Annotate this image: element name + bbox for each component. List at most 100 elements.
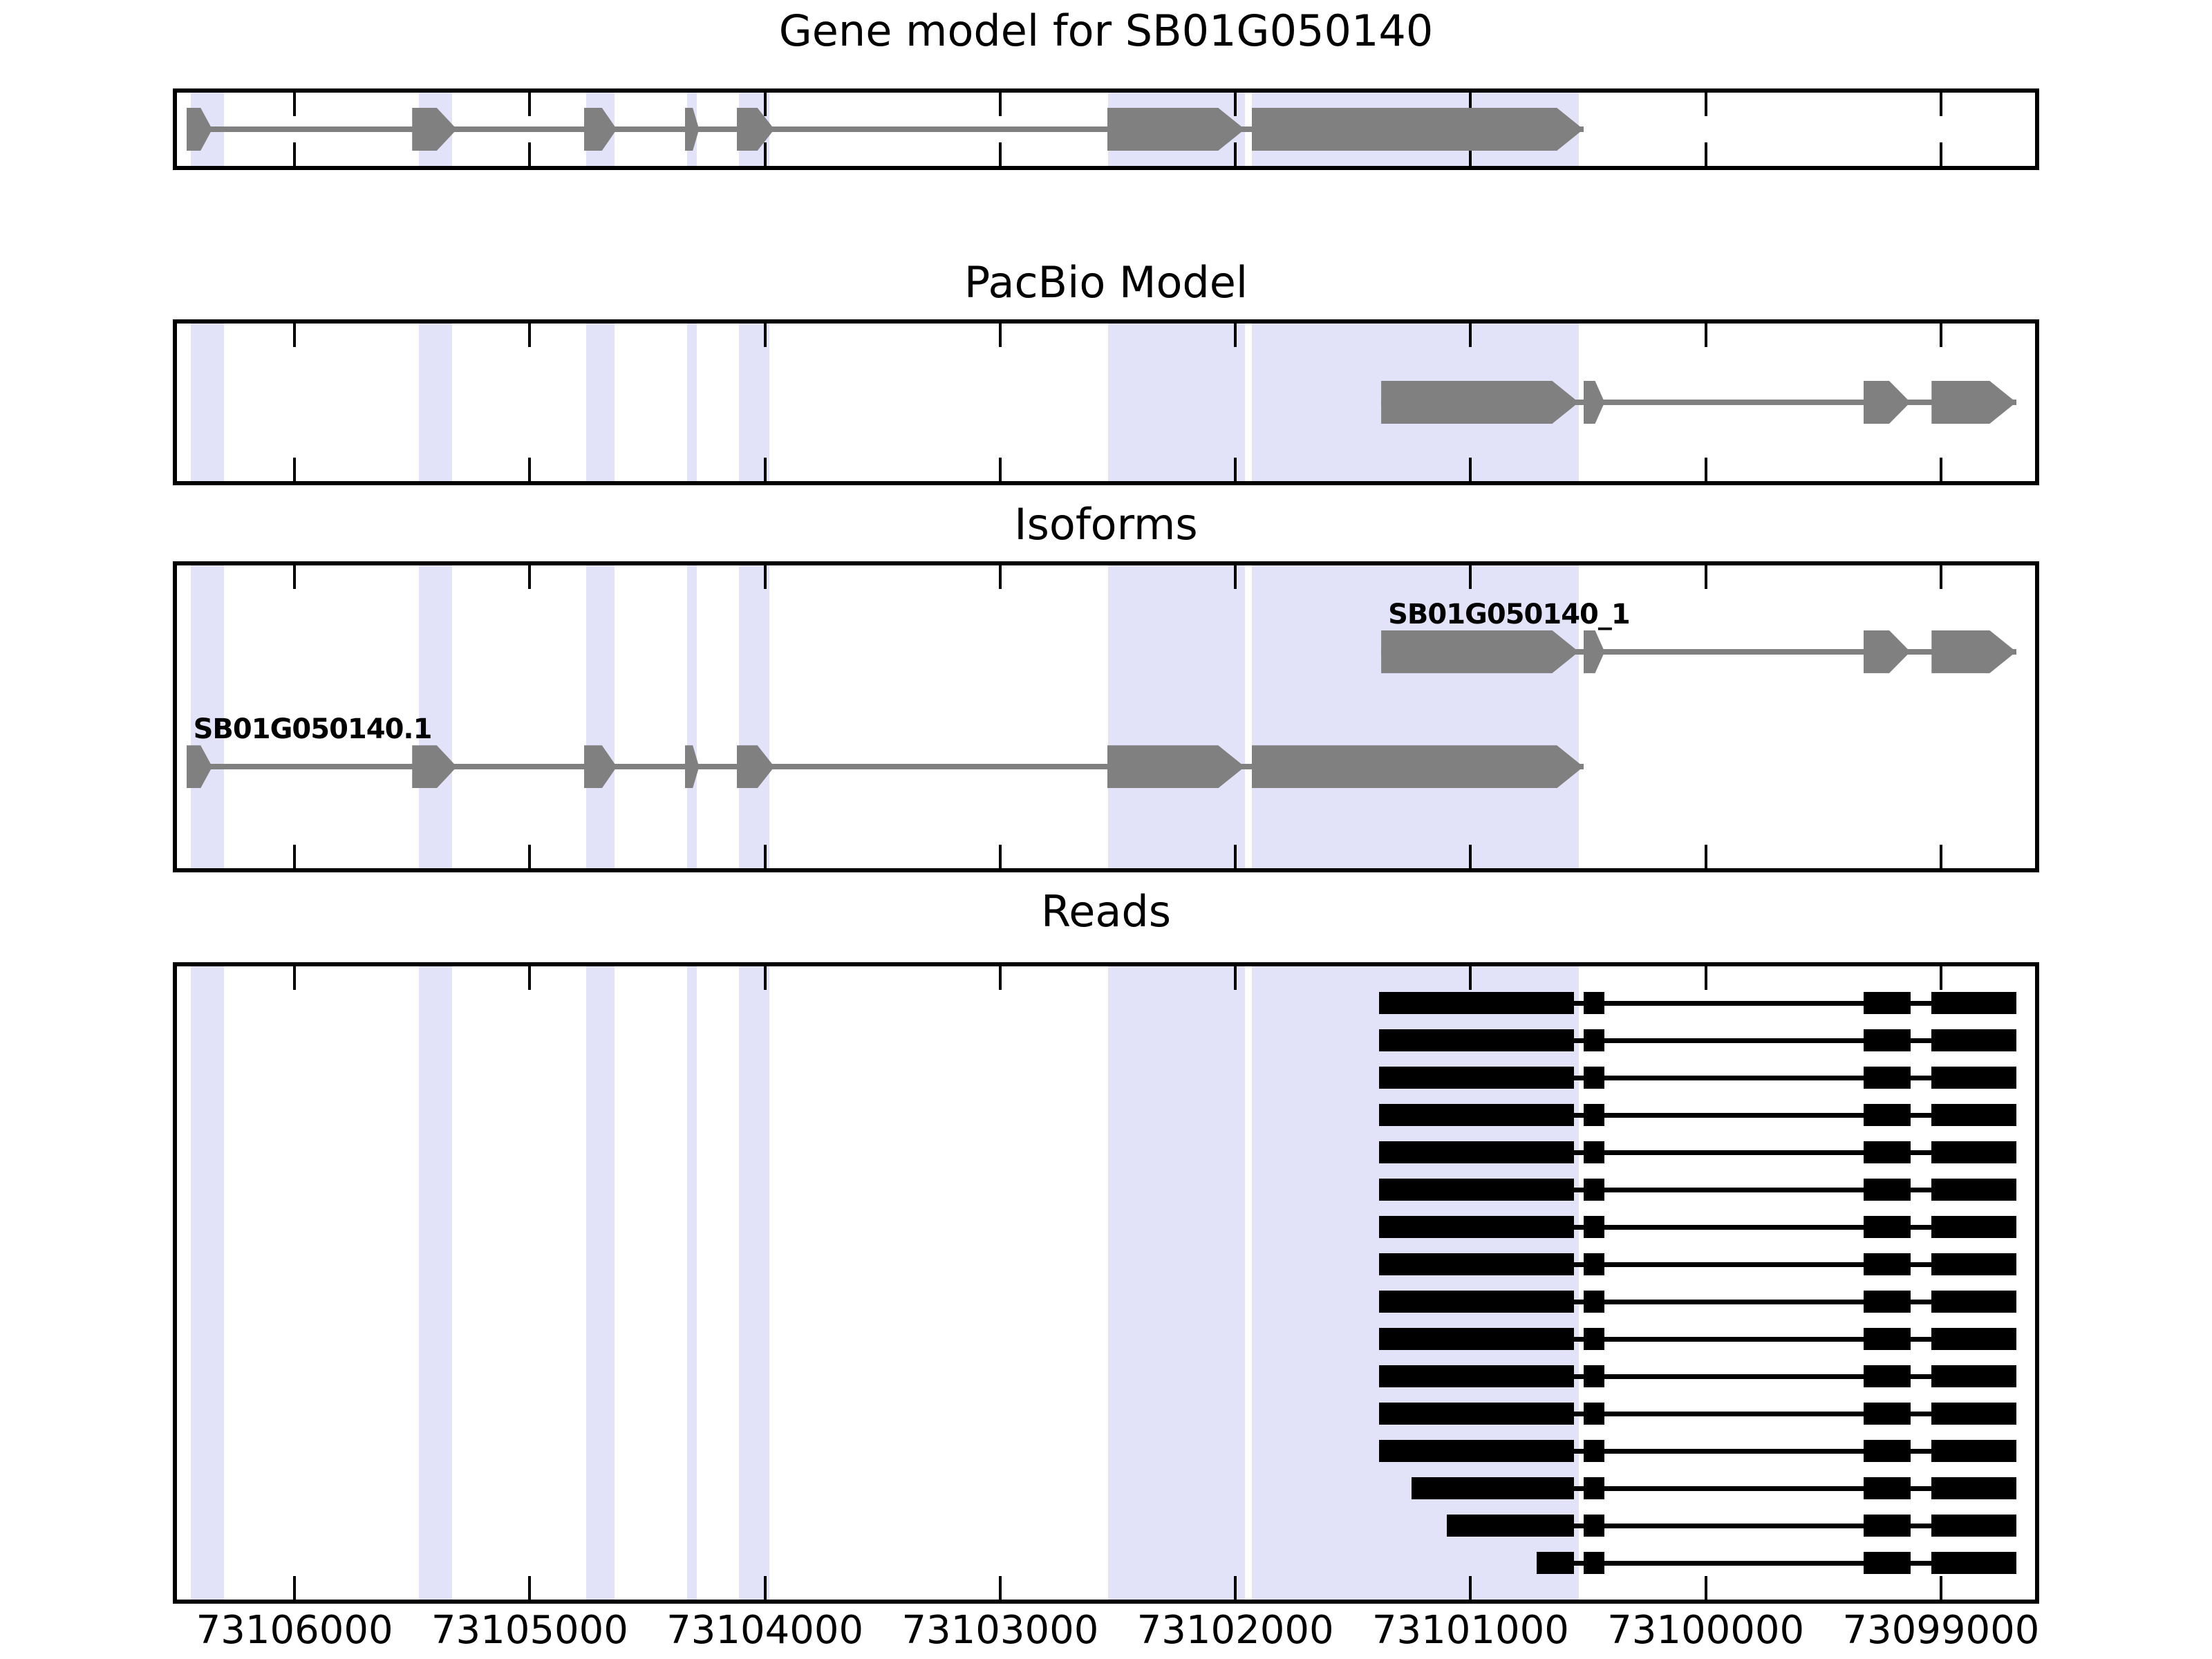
- highlight-band: [1108, 565, 1245, 868]
- read-block[interactable]: [1931, 1067, 2016, 1089]
- read-block[interactable]: [1863, 1403, 1911, 1425]
- read-block[interactable]: [1583, 992, 1605, 1014]
- read-block[interactable]: [1378, 1403, 1575, 1425]
- read-block[interactable]: [1378, 1291, 1575, 1313]
- read-block[interactable]: [1583, 1104, 1605, 1126]
- read-block[interactable]: [1863, 1440, 1911, 1462]
- axis-tick: [528, 458, 532, 481]
- axis-tick: [1939, 458, 1942, 481]
- read-block[interactable]: [1378, 1365, 1575, 1387]
- read-block[interactable]: [1863, 1328, 1911, 1350]
- read-block[interactable]: [1863, 1179, 1911, 1201]
- read-block[interactable]: [1378, 1029, 1575, 1051]
- exon-block[interactable]: [1381, 381, 1579, 424]
- read-block[interactable]: [1583, 1029, 1605, 1051]
- read-block[interactable]: [1378, 1328, 1575, 1350]
- read-block[interactable]: [1378, 1216, 1575, 1238]
- read-block[interactable]: [1536, 1552, 1575, 1574]
- read-block[interactable]: [1931, 1403, 2016, 1425]
- axis-tick: [1704, 565, 1707, 589]
- read-block[interactable]: [1583, 1515, 1605, 1537]
- read-block[interactable]: [1931, 1253, 2016, 1275]
- read-block[interactable]: [1931, 1365, 2016, 1387]
- read-block[interactable]: [1583, 1477, 1605, 1499]
- axis-tick: [1469, 458, 1472, 481]
- track-panel-gene-model[interactable]: [173, 88, 2039, 170]
- read-block[interactable]: [1863, 1029, 1911, 1051]
- track-panel-pacbio-model[interactable]: [173, 319, 2039, 485]
- read-block[interactable]: [1931, 1179, 2016, 1201]
- read-block[interactable]: [1583, 1253, 1605, 1275]
- read-block[interactable]: [1931, 1291, 2016, 1313]
- axis-tick: [1469, 845, 1472, 868]
- read-block[interactable]: [1931, 1029, 2016, 1051]
- read-block[interactable]: [1931, 1328, 2016, 1350]
- axis-tick: [293, 845, 297, 868]
- read-block[interactable]: [1378, 992, 1575, 1014]
- read-block[interactable]: [1863, 1552, 1911, 1574]
- exon-block[interactable]: [684, 108, 700, 151]
- read-block[interactable]: [1412, 1477, 1575, 1499]
- exon-block[interactable]: [1931, 630, 2016, 673]
- axis-tick: [1469, 1576, 1472, 1600]
- axis-tick: [528, 845, 532, 868]
- read-block[interactable]: [1378, 1179, 1575, 1201]
- read-block[interactable]: [1583, 1365, 1605, 1387]
- read-block[interactable]: [1863, 1104, 1911, 1126]
- axis-tick: [1234, 1576, 1237, 1600]
- exon-block[interactable]: [1251, 108, 1584, 151]
- exon-block[interactable]: [1583, 381, 1605, 424]
- read-block[interactable]: [1863, 1141, 1911, 1163]
- read-connector: [1378, 1449, 2016, 1454]
- read-block[interactable]: [1931, 1477, 2016, 1499]
- read-block[interactable]: [1583, 1067, 1605, 1089]
- exon-block[interactable]: [1863, 630, 1911, 673]
- read-block[interactable]: [1378, 1067, 1575, 1089]
- panel-title-gene-model: Gene model for SB01G050140: [778, 6, 1434, 56]
- read-block[interactable]: [1931, 1552, 2016, 1574]
- read-block[interactable]: [1931, 1440, 2016, 1462]
- read-block[interactable]: [1863, 1291, 1911, 1313]
- read-block[interactable]: [1863, 1216, 1911, 1238]
- read-block[interactable]: [1931, 1515, 2016, 1537]
- read-block[interactable]: [1378, 1253, 1575, 1275]
- read-block[interactable]: [1863, 1365, 1911, 1387]
- read-block[interactable]: [1863, 1253, 1911, 1275]
- exon-block[interactable]: [1107, 745, 1245, 789]
- exon-block[interactable]: [1251, 745, 1584, 789]
- read-block[interactable]: [1378, 1141, 1575, 1163]
- read-block[interactable]: [1863, 1515, 1911, 1537]
- exon-block[interactable]: [1863, 381, 1911, 424]
- exon-block[interactable]: [1107, 108, 1245, 151]
- read-block[interactable]: [1447, 1515, 1575, 1537]
- read-block[interactable]: [1378, 1440, 1575, 1462]
- read-block[interactable]: [1863, 1067, 1911, 1089]
- read-block[interactable]: [1863, 1477, 1911, 1499]
- exon-block[interactable]: [1583, 630, 1605, 673]
- read-block[interactable]: [1863, 992, 1911, 1014]
- axis-tick: [293, 142, 297, 166]
- read-block[interactable]: [1583, 1141, 1605, 1163]
- exon-block[interactable]: [1931, 381, 2016, 424]
- highlight-band: [739, 966, 770, 1600]
- read-block[interactable]: [1378, 1104, 1575, 1126]
- axis-tick: [1469, 565, 1472, 589]
- read-block[interactable]: [1583, 1440, 1605, 1462]
- read-block[interactable]: [1931, 1141, 2016, 1163]
- read-block[interactable]: [1583, 1552, 1605, 1574]
- panel-title-isoforms: Isoforms: [1014, 499, 1198, 550]
- axis-tick: [528, 142, 532, 166]
- read-block[interactable]: [1583, 1403, 1605, 1425]
- read-block[interactable]: [1583, 1216, 1605, 1238]
- read-block[interactable]: [1583, 1291, 1605, 1313]
- exon-block[interactable]: [684, 745, 700, 789]
- read-block[interactable]: [1583, 1328, 1605, 1350]
- track-panel-reads[interactable]: [173, 962, 2039, 1604]
- read-block[interactable]: [1583, 1179, 1605, 1201]
- read-block[interactable]: [1931, 992, 2016, 1014]
- axis-tick: [763, 458, 767, 481]
- read-block[interactable]: [1931, 1104, 2016, 1126]
- read-block[interactable]: [1931, 1216, 2016, 1238]
- exon-block[interactable]: [1381, 630, 1579, 673]
